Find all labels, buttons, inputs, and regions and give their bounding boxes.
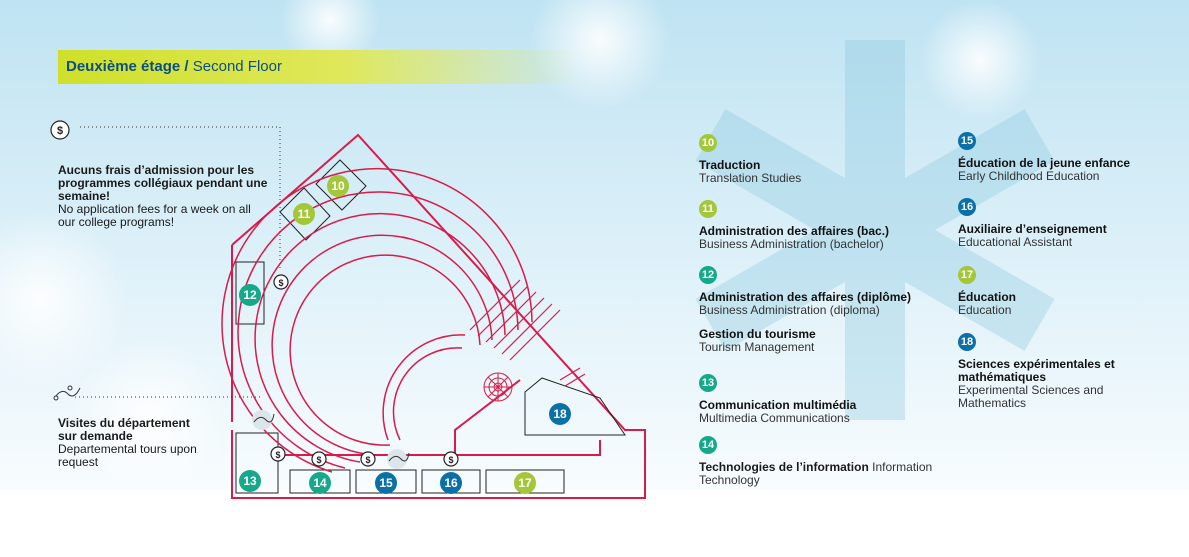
fees-note-fr: Aucuns frais d’admission pour les progra… [58,163,268,203]
tours-note-fr: Visites du département sur demande [58,416,190,443]
fees-note-en: No application fees for a week on all ou… [58,202,251,229]
legend-item-13: 13 Communication multimédia Multimedia C… [699,374,939,425]
floor-title-fr: Deuxième étage [66,58,181,75]
room-17-marker[interactable]: 17 [514,472,536,494]
legend-badge-11: 11 [699,200,717,218]
svg-text:$: $ [275,450,280,460]
tour-route-icon [53,385,410,469]
legend-label-en-10: Translation Studies [699,171,802,185]
room-14-marker[interactable]: 14 [309,472,331,494]
legend-badge-14: 14 [699,436,717,454]
fees-note: Aucuns frais d’admission pour les progra… [58,164,268,229]
floor-title: Deuxième étage / Second Floor [66,58,282,75]
legend-label-en-12b: Tourism Management [699,340,815,354]
legend-label-en-16: Educational Assistant [958,235,1073,249]
legend-label-en-17: Education [958,303,1012,317]
legend-label-fr-18: Sciences expérimentales et mathématiques [958,357,1115,384]
room-18-marker[interactable]: 18 [549,403,571,425]
legend-label-fr-11: Administration des affaires (bac.) [699,224,890,238]
svg-text:$: $ [316,455,321,465]
legend-badge-10: 10 [699,134,717,152]
legend-label-en-14: Information Technology [699,460,933,487]
legend-badge-15: 15 [958,132,976,150]
room-13-marker[interactable]: 13 [239,470,261,492]
legend-badge-17: 17 [958,266,976,284]
legend-label-fr-13: Communication multimédia [699,398,857,412]
legend-label-fr-14: Technologies de l’information [699,460,869,474]
legend-item-10: 10 Traduction Translation Studies [699,134,939,185]
room-12-marker[interactable]: 12 [239,284,261,306]
legend-item-18: 18 Sciences expérimentales et mathématiq… [958,333,1138,410]
legend-label-en-15: Early Childhood Education [958,169,1100,183]
legend-label-fr-12b: Gestion du tourisme [699,327,816,341]
floor-title-en: Second Floor [192,58,282,75]
title-separator: / [184,58,189,75]
star-watermark [695,40,1055,420]
tours-note: Visites du département sur demande Depar… [58,417,208,469]
room-10-marker[interactable]: 10 [327,175,349,197]
legend-label-en-18: Experimental Sciences and Mathematics [958,383,1104,410]
legend-item-12: 12 Administration des affaires (diplôme)… [699,266,939,354]
legend-item-17: 17 Éducation Education [958,266,1189,317]
room-11-marker[interactable]: 11 [293,203,315,225]
legend-label-en-11: Business Administration (bachelor) [699,237,884,251]
svg-text:$: $ [448,455,453,465]
legend-item-11: 11 Administration des affaires (bac.) Bu… [699,200,939,251]
legend-item-15: 15 Éducation de la jeune enfance Early C… [958,132,1189,183]
legend-label-fr-12: Administration des affaires (diplôme) [699,290,912,304]
legend-badge-12: 12 [699,266,717,284]
legend-badge-18: 18 [958,333,976,351]
legend-label-fr-10: Traduction [699,158,761,172]
room-16-marker[interactable]: 16 [440,472,462,494]
svg-text:$: $ [57,125,63,137]
legend-item-14: 14 Technologies de l’information Informa… [699,436,959,487]
legend-badge-13: 13 [699,374,717,392]
legend-badge-16: 16 [958,198,976,216]
dollar-icon [50,120,459,467]
legend-label-fr-16: Auxiliaire d’enseignement [958,222,1107,236]
legend-item-16: 16 Auxiliaire d’enseignement Educational… [958,198,1189,249]
legend-label-fr-15: Éducation de la jeune enfance [958,156,1131,170]
legend-label-en-12: Business Administration (diploma) [699,303,880,317]
legend-label-fr-17: Éducation [958,290,1017,304]
room-15-marker[interactable]: 15 [375,472,397,494]
rosette-sculpture [483,372,513,402]
floor-banner: Deuxième étage / Second Floor [58,50,578,84]
legend-label-en-13: Multimedia Communications [699,411,850,425]
svg-text:$: $ [278,278,283,288]
tours-note-en: Departemental tours upon request [58,442,197,469]
svg-text:$: $ [365,455,370,465]
